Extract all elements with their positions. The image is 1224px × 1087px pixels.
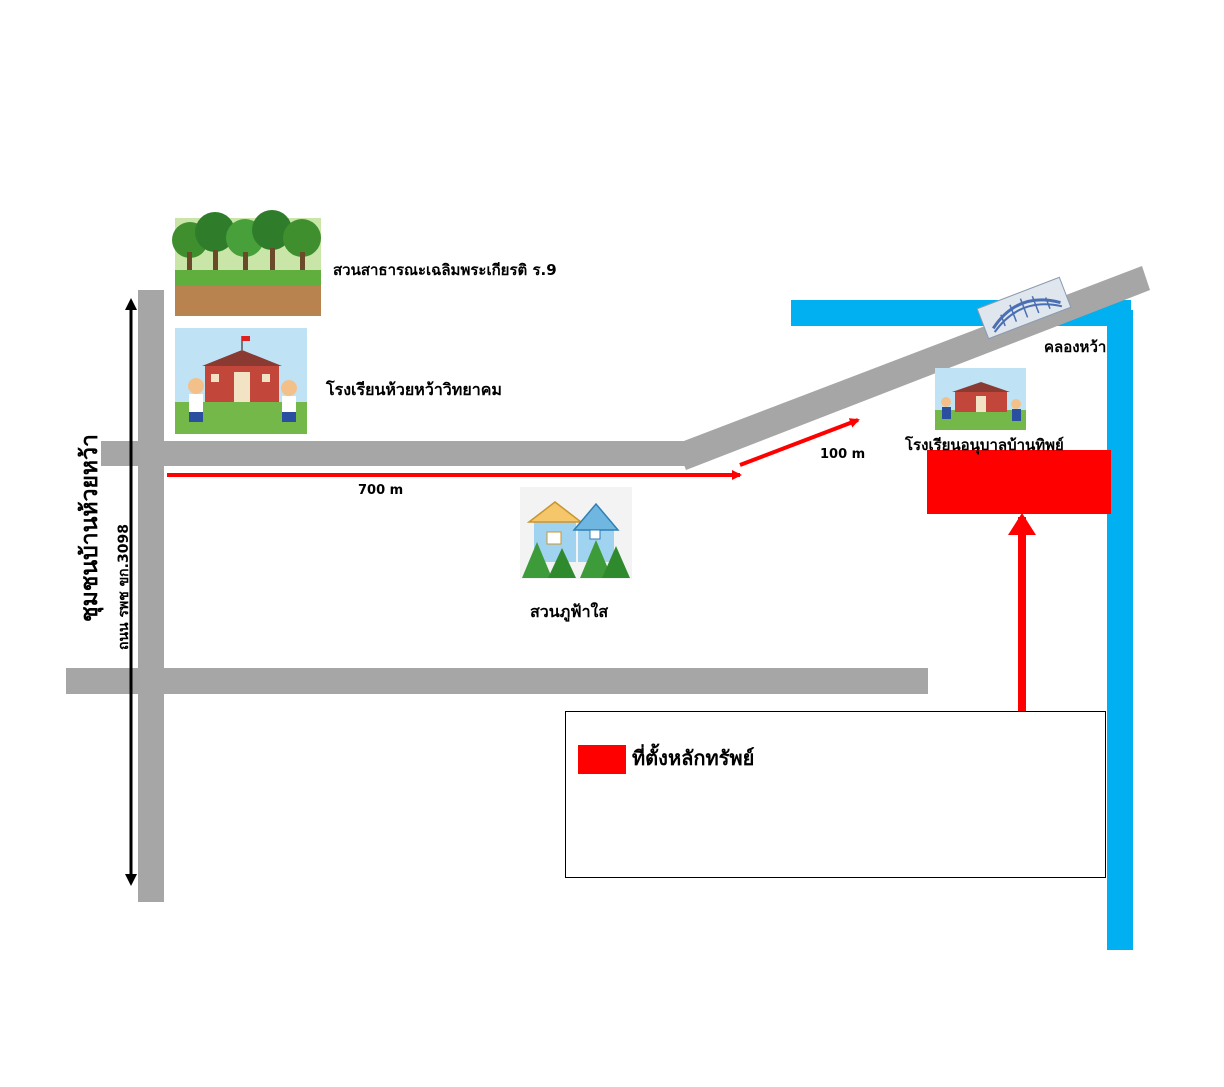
road-main-horizontal <box>101 441 686 466</box>
kindergarten-label: โรงเรียนอนุบาลบ้านทิพย์ <box>905 436 1064 454</box>
road-vertical <box>138 290 164 902</box>
distance-label-700m: 700 m <box>358 483 404 498</box>
bridge-icon <box>976 276 1072 340</box>
garden-house-icon <box>520 487 632 579</box>
canal-vertical <box>1107 310 1133 950</box>
property-location <box>927 450 1111 514</box>
route-arrow-100m <box>739 418 860 467</box>
road-lower-horizontal <box>66 668 928 694</box>
community-label: ชุมชนบ้านห้วยหว้า <box>77 434 103 622</box>
road-label: ถนน รพช ขก.3098 <box>116 524 132 650</box>
school-icon <box>175 328 307 434</box>
garden-label: สวนภูฟ้าใส <box>530 602 609 621</box>
distance-label-100m: 100 m <box>820 447 866 462</box>
park-label: สวนสาธารณะเฉลิมพระเกียรติ ร.9 <box>333 261 557 279</box>
legend: ที่ตั้งหลักทรัพย์ <box>565 711 1106 878</box>
kindergarten-icon <box>935 368 1026 430</box>
legend-swatch <box>578 745 626 774</box>
school-label: โรงเรียนห้วยหว้าวิทยาคม <box>326 380 502 399</box>
legend-label: ที่ตั้งหลักทรัพย์ <box>632 746 755 770</box>
canal-label: คลองหว้า <box>1044 338 1107 356</box>
route-arrow-up-head <box>1008 513 1036 535</box>
park-icon <box>172 210 321 316</box>
